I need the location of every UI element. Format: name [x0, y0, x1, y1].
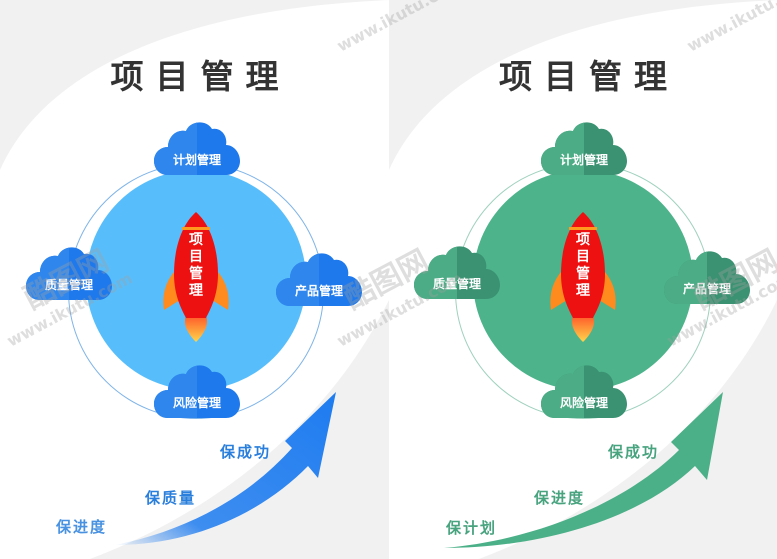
cloud-label: 产品管理 — [294, 284, 343, 298]
step-label-1: 保计划 — [446, 519, 498, 537]
cloud-icon — [154, 122, 240, 175]
step-label-2: 保质量 — [145, 489, 197, 507]
rocket-icon — [163, 212, 229, 342]
cloud-risk-management: 风险管理 — [541, 362, 627, 418]
cloud-plan-management: 计划管理 — [541, 119, 627, 175]
cloud-icon — [541, 365, 627, 418]
cloud-product-management: 产品管理 — [276, 250, 362, 306]
cloud-label: 风险管理 — [172, 396, 221, 410]
cloud-label: 产品管理 — [682, 282, 731, 296]
cloud-label: 质量管理 — [44, 278, 93, 292]
cloud-plan-management: 计划管理 — [154, 119, 240, 175]
cloud-label: 计划管理 — [559, 153, 608, 167]
cloud-label: 风险管理 — [559, 396, 608, 410]
page-title: 项目管理 — [499, 57, 679, 96]
cloud-icon — [664, 251, 750, 304]
cloud-quality-management: 质量管理 — [414, 243, 500, 299]
cloud-icon — [26, 247, 112, 300]
cloud-product-management: 产品管理 — [664, 248, 750, 304]
cloud-icon — [414, 246, 500, 299]
cloud-risk-management: 风险管理 — [154, 362, 240, 418]
cloud-icon — [154, 365, 240, 418]
page-title: 项目管理 — [110, 57, 291, 96]
rocket-label: 项 目 管 理 — [189, 232, 203, 299]
step-label-2: 保进度 — [534, 489, 586, 507]
cloud-label: 质量管理 — [432, 277, 481, 291]
rocket: 项 目 管 理 — [160, 212, 232, 342]
cloud-label: 计划管理 — [172, 153, 221, 167]
step-label-1: 保进度 — [56, 518, 108, 536]
cloud-icon — [276, 253, 362, 306]
panel-blue: 项目管理 计划管理 质量管理 产品管理 风险管理 — [0, 0, 389, 559]
rocket: 项 目 管 理 — [547, 212, 619, 342]
cloud-icon — [541, 122, 627, 175]
cloud-quality-management: 质量管理 — [26, 244, 112, 300]
step-label-3: 保成功 — [220, 443, 272, 461]
step-label-3: 保成功 — [608, 443, 660, 461]
rocket-label: 项 目 管 理 — [576, 232, 590, 299]
rocket-icon — [550, 212, 616, 342]
growth-arrow — [115, 392, 336, 545]
panel-green: 项目管理 计划管理 质量管理 产品管理 风险管理 — [389, 0, 777, 559]
growth-arrow — [444, 392, 723, 548]
